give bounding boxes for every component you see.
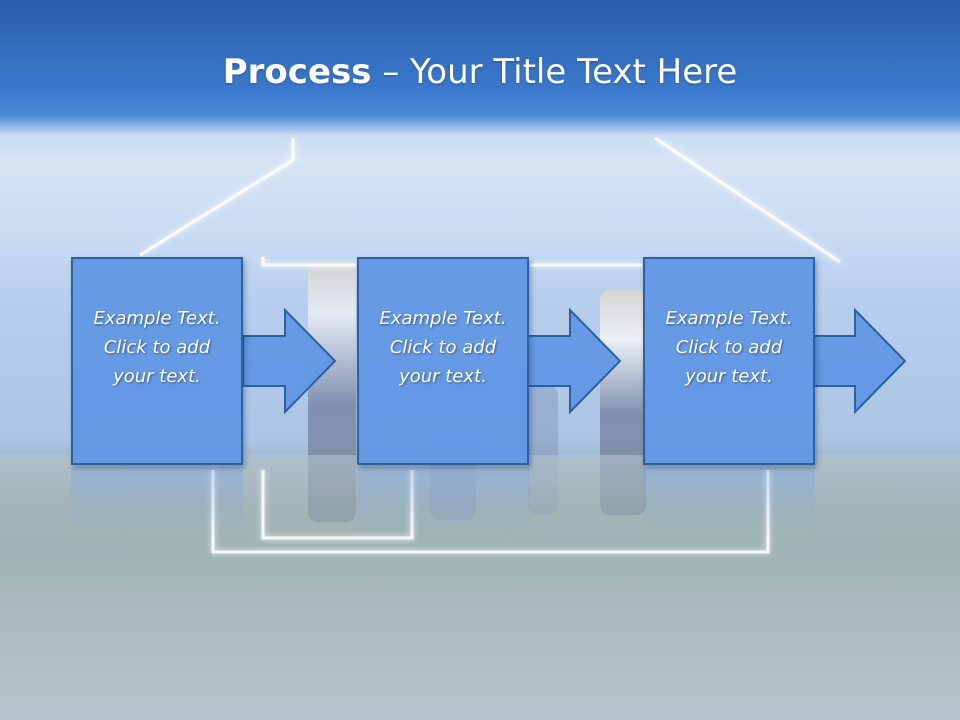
step-line-1: Example Text. — [665, 307, 793, 329]
arrow-right-icon — [243, 308, 337, 414]
step-line-3: your text. — [113, 365, 201, 387]
box-reflection — [643, 467, 815, 537]
box-reflection — [357, 467, 529, 537]
title-bar — [0, 0, 960, 135]
process-step-3[interactable]: Example Text. Click to add your text. — [643, 257, 815, 465]
house-lines — [139, 136, 841, 554]
step-text: Example Text. Click to add your text. — [654, 304, 804, 391]
step-line-3: your text. — [399, 365, 487, 387]
step-line-2: Click to add — [675, 336, 783, 358]
arrow-right-icon — [813, 308, 907, 414]
process-step-2[interactable]: Example Text. Click to add your text. — [357, 257, 529, 465]
step-line-2: Click to add — [389, 336, 497, 358]
arrow-right-icon — [528, 308, 622, 414]
box-reflection — [71, 467, 243, 537]
step-line-1: Example Text. — [93, 307, 221, 329]
step-line-2: Click to add — [103, 336, 211, 358]
step-line-1: Example Text. — [379, 307, 507, 329]
slide-title[interactable]: Process – Your Title Text Here — [0, 52, 960, 92]
process-step-1[interactable]: Example Text. Click to add your text. — [71, 257, 243, 465]
step-line-3: your text. — [685, 365, 773, 387]
title-bold: Process — [222, 52, 372, 92]
step-text: Example Text. Click to add your text. — [82, 304, 232, 391]
step-text: Example Text. Click to add your text. — [368, 304, 518, 391]
field-haze — [0, 455, 960, 720]
title-rest: – Your Title Text Here — [371, 52, 738, 92]
